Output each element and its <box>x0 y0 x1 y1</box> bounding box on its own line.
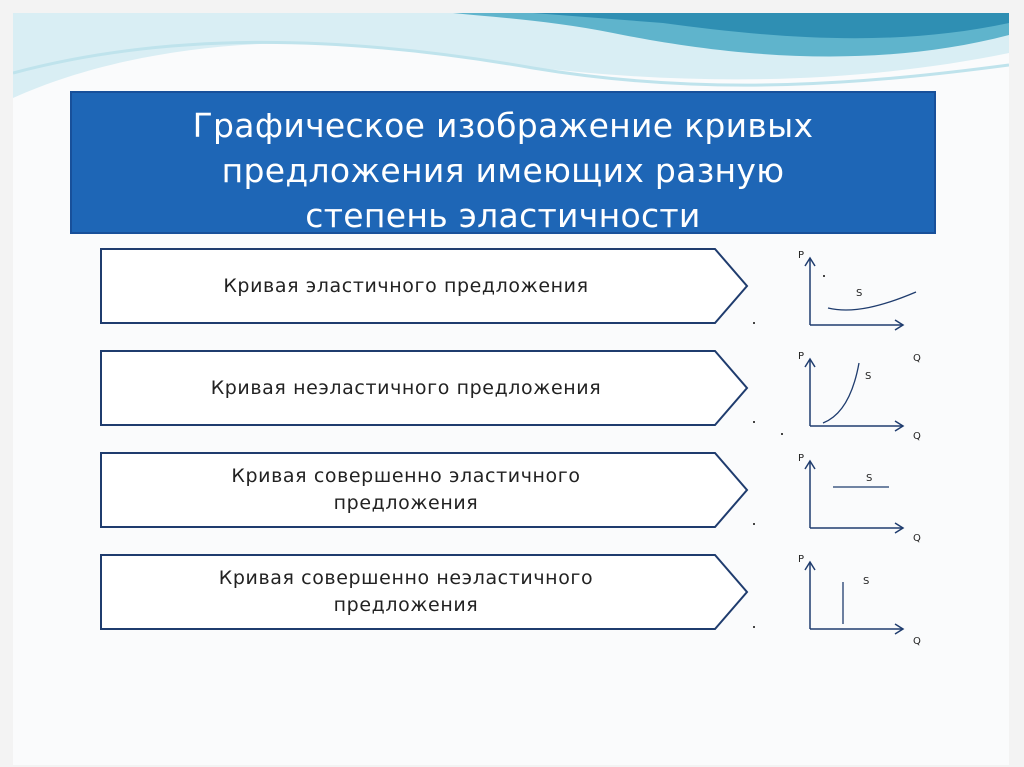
row-perfectly-inelastic: Кривая совершенно неэластичного предложе… <box>100 554 750 630</box>
page-title: Графическое изображение кривых предложен… <box>192 106 814 235</box>
supply-curve <box>822 362 860 424</box>
row-label: Кривая эластичного предложения <box>223 274 589 297</box>
arrow-box-shape <box>100 452 749 528</box>
arrow-box-shape <box>100 554 749 630</box>
row-label: Кривая совершенно неэластичного предложе… <box>218 567 594 616</box>
graph-axes <box>804 560 905 635</box>
q-axis-label: Q <box>913 431 921 442</box>
wave-decoration <box>13 13 1009 98</box>
row-label: Кривая неэластичного предложения <box>210 376 602 399</box>
q-axis-label: Q <box>913 636 921 647</box>
graph-axes <box>804 256 917 331</box>
s-curve-label: S <box>856 288 863 299</box>
p-axis-label: P <box>798 453 805 464</box>
p-axis-label: P <box>798 250 805 261</box>
row-elastic: Кривая эластичного предложения <box>100 248 750 324</box>
row-perfectly-elastic: Кривая совершенно эластичного предложени… <box>100 452 750 528</box>
graph-axes <box>804 459 905 534</box>
graph-axes <box>804 357 905 432</box>
title-box: Графическое изображение кривых предложен… <box>70 91 936 235</box>
arrow-box-shape <box>100 248 749 324</box>
p-axis-label: P <box>798 351 805 362</box>
s-curve-label: S <box>863 576 870 587</box>
s-curve-label: S <box>866 473 873 484</box>
p-axis-label: P <box>798 554 805 565</box>
slide: Графическое изображение кривых предложен… <box>13 13 1009 765</box>
graph-perfectly-inelastic: P S Q <box>753 554 933 654</box>
q-axis-label: Q <box>913 533 921 544</box>
q-top-label: Q <box>913 353 921 364</box>
graph-inelastic: P S Q Q <box>753 351 933 451</box>
graph-elastic: P S <box>753 250 933 350</box>
supply-curve <box>827 291 917 311</box>
arrow-box-shape <box>100 350 749 426</box>
graph-perfectly-elastic: P S Q <box>753 453 933 553</box>
s-curve-label: S <box>865 371 872 382</box>
row-label: Кривая совершенно эластичного предложени… <box>231 465 581 514</box>
row-inelastic: Кривая неэластичного предложения <box>100 350 750 426</box>
